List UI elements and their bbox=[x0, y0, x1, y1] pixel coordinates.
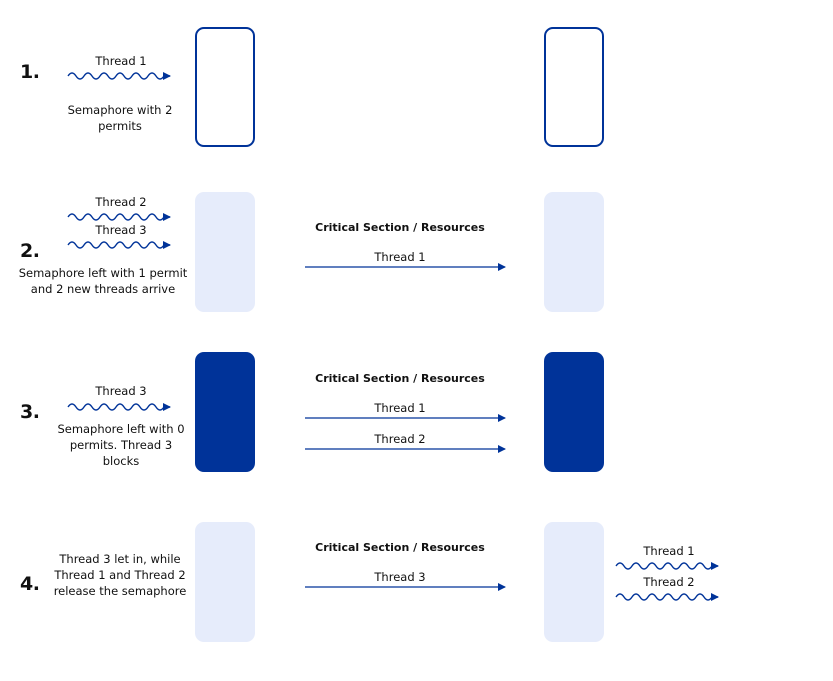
straight-arrow-icon bbox=[305, 414, 506, 422]
step-caption: Thread 3 let in, while Thread 1 and Thre… bbox=[53, 552, 187, 598]
semaphore-entry-box bbox=[195, 352, 255, 472]
wavy-arrow-icon bbox=[67, 72, 171, 80]
incoming-thread-label: Thread 3 bbox=[95, 223, 147, 237]
inside-thread-label: Thread 1 bbox=[374, 250, 426, 264]
semaphore-exit-box bbox=[544, 352, 604, 472]
inside-thread-label: Thread 1 bbox=[374, 401, 426, 415]
semaphore-exit-box bbox=[544, 27, 604, 147]
semaphore-entry-box bbox=[195, 192, 255, 312]
incoming-thread-label: Thread 2 bbox=[95, 195, 147, 209]
wavy-arrow-icon bbox=[615, 593, 719, 601]
step-number-2: 2. bbox=[20, 240, 40, 262]
step-caption: Semaphore with 2 permits bbox=[67, 103, 173, 133]
wavy-arrow-icon bbox=[67, 213, 171, 221]
incoming-thread-label: Thread 1 bbox=[95, 54, 147, 68]
wavy-arrow-icon bbox=[615, 562, 719, 570]
inside-thread-label: Thread 2 bbox=[374, 432, 426, 446]
critical-section-title: Critical Section / Resources bbox=[315, 221, 485, 234]
outgoing-thread-label: Thread 2 bbox=[643, 575, 695, 589]
step-caption: Semaphore left with 0 permits. Thread 3 … bbox=[57, 422, 185, 468]
wavy-arrow-icon bbox=[67, 403, 171, 411]
incoming-thread-label: Thread 3 bbox=[95, 384, 147, 398]
straight-arrow-icon bbox=[305, 445, 506, 453]
critical-section-title: Critical Section / Resources bbox=[315, 541, 485, 554]
critical-section-title: Critical Section / Resources bbox=[315, 372, 485, 385]
wavy-arrow-icon bbox=[67, 241, 171, 249]
semaphore-exit-box bbox=[544, 192, 604, 312]
step-number-1: 1. bbox=[20, 61, 40, 83]
step-number-4: 4. bbox=[20, 573, 40, 595]
semaphore-exit-box bbox=[544, 522, 604, 642]
straight-arrow-icon bbox=[305, 263, 506, 271]
semaphore-entry-box bbox=[195, 522, 255, 642]
step-number-3: 3. bbox=[20, 401, 40, 423]
outgoing-thread-label: Thread 1 bbox=[643, 544, 695, 558]
straight-arrow-icon bbox=[305, 583, 506, 591]
inside-thread-label: Thread 3 bbox=[374, 570, 426, 584]
step-caption: Semaphore left with 1 permit and 2 new t… bbox=[18, 266, 188, 296]
semaphore-entry-box bbox=[195, 27, 255, 147]
